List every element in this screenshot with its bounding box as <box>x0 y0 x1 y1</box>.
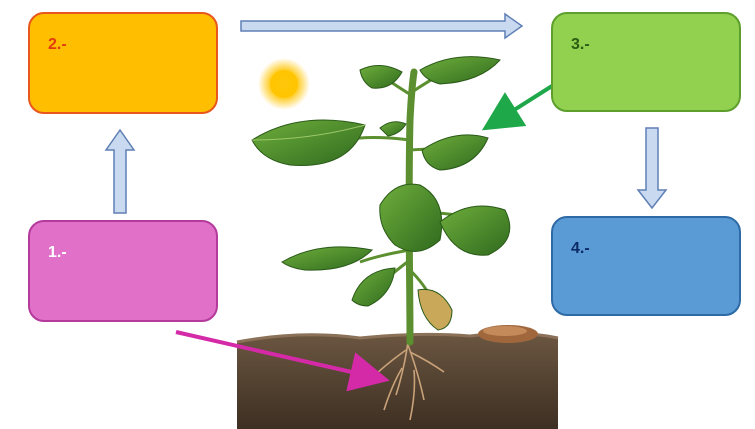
block-arrow-3-to-4 <box>638 128 666 208</box>
box-3-label: 3.- <box>571 36 590 54</box>
box-1: 1.- <box>28 220 218 322</box>
arrow-3-to-leaves <box>492 86 552 124</box>
block-arrow-1-to-2 <box>106 130 134 213</box>
box-3: 3.- <box>551 12 741 112</box>
box-4: 4.- <box>551 216 741 316</box>
box-4-label: 4.- <box>571 240 590 258</box>
box-2: 2.- <box>28 12 218 114</box>
block-arrow-2-to-3 <box>241 14 522 38</box>
box-1-label: 1.- <box>48 244 67 262</box>
box-2-label: 2.- <box>48 36 67 54</box>
